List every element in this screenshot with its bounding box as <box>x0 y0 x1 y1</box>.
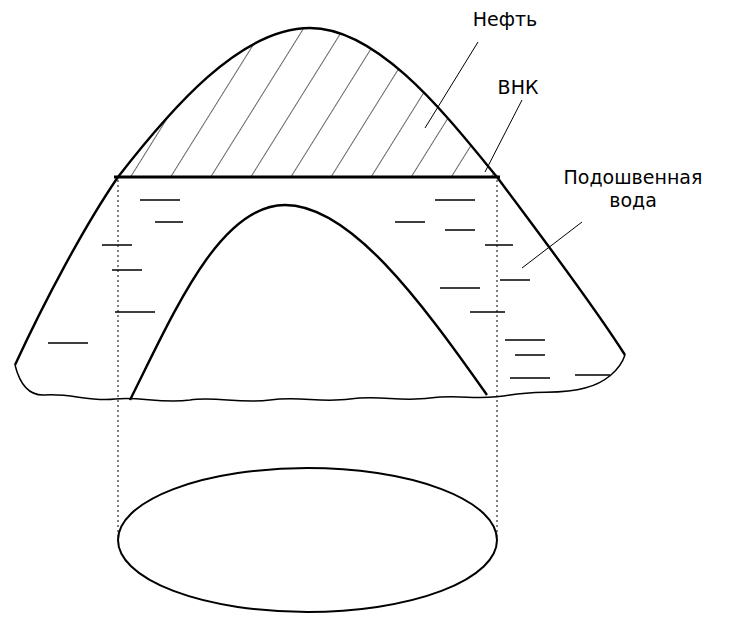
callout-label: ВНК <box>478 76 558 99</box>
callout-label: Нефть <box>445 8 565 31</box>
owc-line <box>114 176 500 179</box>
leader-line <box>485 100 522 172</box>
oil-hatching <box>100 20 520 180</box>
leader-line <box>522 222 582 268</box>
projection-line <box>118 180 119 540</box>
reservoir-roof <box>15 28 625 365</box>
projection-line <box>497 180 498 540</box>
leader-line <box>425 42 478 128</box>
callout-label: Подошвенная вода <box>558 166 708 212</box>
reservoir-base <box>130 205 487 400</box>
plan-contour <box>118 468 497 612</box>
water-dashes <box>48 200 610 378</box>
